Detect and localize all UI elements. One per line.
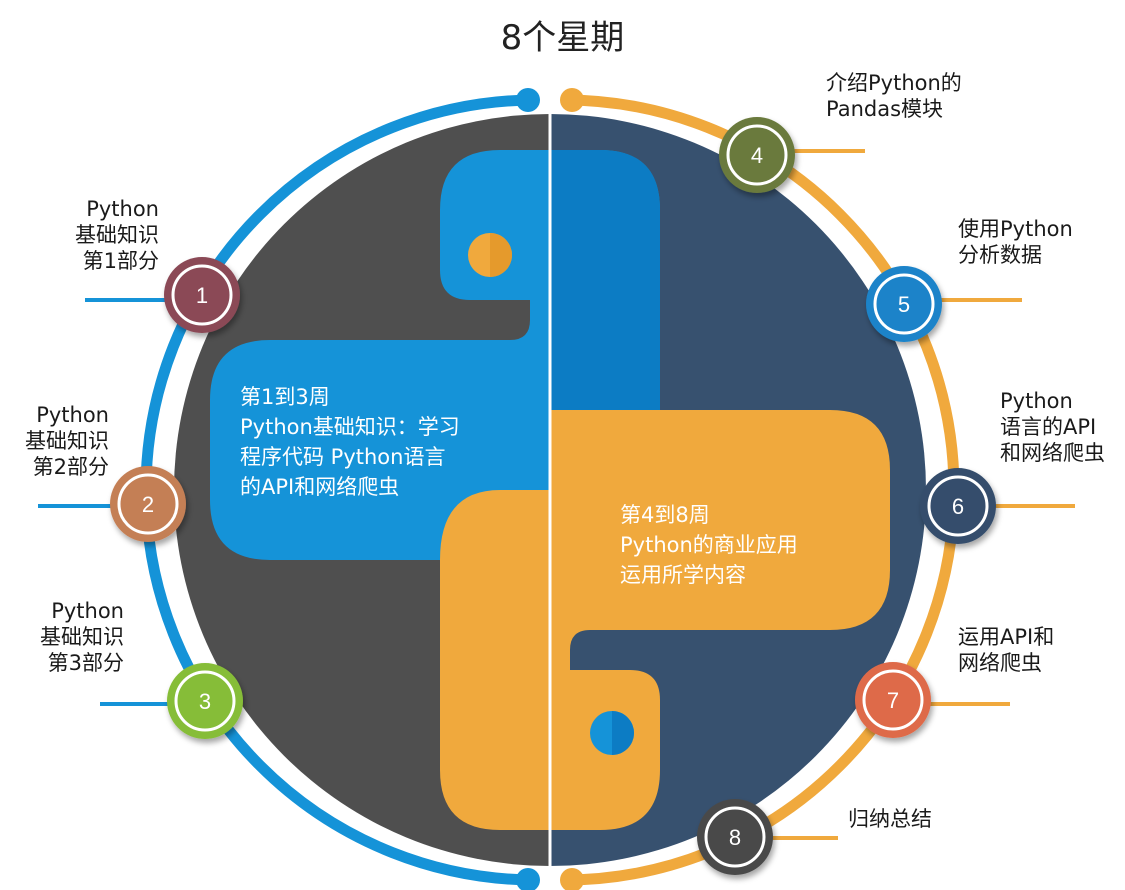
week-3-number: 3	[199, 689, 211, 714]
left-block-text: 第1到3周 Python基础知识：学习 程序代码 Python语言 的API和网…	[240, 382, 460, 502]
left-block-line2: Python基础知识：学习	[240, 415, 460, 439]
week-8-label: 归纳总结	[848, 807, 932, 831]
week-4-number: 4	[751, 143, 763, 168]
page-title: 8个星期	[500, 18, 625, 58]
left-block-line4: 的API和网络爬虫	[240, 475, 400, 499]
week-8-badge: 8	[697, 799, 773, 875]
right-block-line1: 第4到8周	[620, 503, 710, 527]
right-block-text: 第4到8周 Python的商业应用 运用所学内容	[620, 500, 798, 590]
week-7-badge: 7	[855, 662, 931, 738]
week-4-badge: 4	[719, 117, 795, 193]
week-8-number: 8	[729, 825, 741, 850]
week-1-badge: 1	[164, 257, 240, 333]
right-block-line3: 运用所学内容	[620, 563, 746, 587]
week-7-number: 7	[887, 688, 899, 713]
python-logo	[210, 150, 890, 830]
week-1-number: 1	[196, 283, 208, 308]
left-block-line3: 程序代码 Python语言	[240, 445, 446, 469]
left-block-line1: 第1到3周	[240, 385, 330, 409]
python-logo-blue-snake	[210, 150, 660, 560]
python-logo-orange-snake	[440, 410, 890, 830]
week-2-number: 2	[142, 492, 154, 517]
week-6-number: 6	[952, 494, 964, 519]
week-5-badge: 5	[866, 266, 942, 342]
week-5-number: 5	[898, 292, 910, 317]
ring-dot-top-right	[560, 88, 584, 112]
week-2-badge: 2	[110, 466, 186, 542]
ring-dot-bottom-right	[560, 868, 584, 890]
week-badges: 1 2 3 4 5 6 7 8	[110, 117, 996, 875]
right-block-line2: Python的商业应用	[620, 533, 798, 557]
week-7-label: 运用API和网络爬虫	[958, 625, 1055, 675]
week-3-badge: 3	[167, 663, 243, 739]
week-6-badge: 6	[920, 468, 996, 544]
ring-dot-top-left	[516, 88, 540, 112]
ring-dot-bottom-left	[516, 868, 540, 890]
